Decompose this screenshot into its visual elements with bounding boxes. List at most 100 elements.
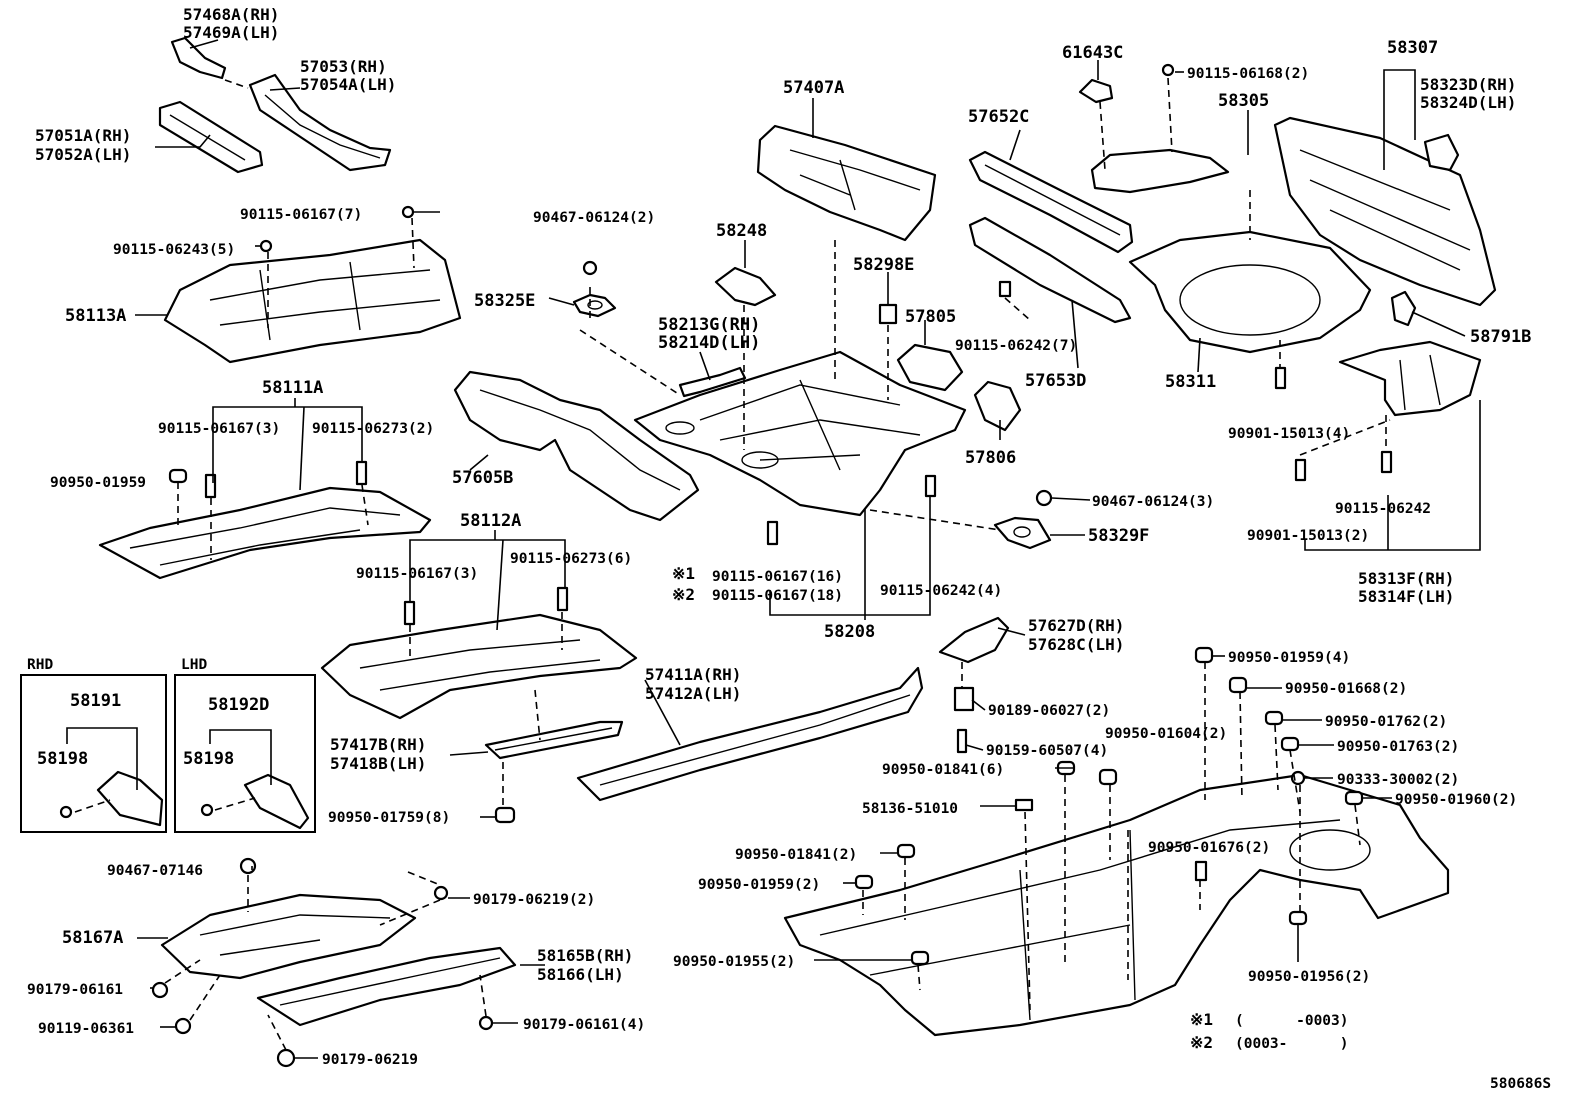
label-mark1: ※1 <box>672 564 695 583</box>
part-58325E-shape[interactable] <box>572 293 617 318</box>
label-90179-06161-4: 90179-06161(4) <box>523 1017 645 1033</box>
label-58314F: 58314F(LH) <box>1358 587 1454 606</box>
label-58311: 58311 <box>1165 372 1216 392</box>
label-58198a: 58198 <box>37 749 88 769</box>
part-57051A-shape[interactable] <box>158 100 264 174</box>
label-90950-01959: 90950-01959 <box>50 475 146 491</box>
label-58313F: 58313F(RH) <box>1358 569 1454 588</box>
label-58167A: 58167A <box>62 928 123 948</box>
label-90950-01959-2: 90950-01959(2) <box>698 877 820 893</box>
part-58248-shape[interactable] <box>714 266 777 307</box>
label-90950-01956-2: 90950-01956(2) <box>1248 969 1370 985</box>
part-58791B-shape[interactable] <box>1390 290 1417 327</box>
label-58111A: 58111A <box>262 378 323 398</box>
part-57653D-shape[interactable] <box>968 216 1132 324</box>
part-57805-shape[interactable] <box>896 343 964 392</box>
label-58329F: 58329F <box>1088 526 1149 546</box>
label-57468A: 57468A(RH) <box>183 5 279 24</box>
part-58213G-shape[interactable] <box>678 366 747 398</box>
labels: 57468A(RH) 57469A(LH) 57053(RH) 57054A(L… <box>27 5 1551 1092</box>
label-90950-01668-2: 90950-01668(2) <box>1285 681 1407 697</box>
fastener-glyphs <box>59 63 1393 1068</box>
label-57412A: 57412A(LH) <box>645 684 741 703</box>
part-57417B-shape[interactable] <box>484 720 624 760</box>
label-58198b: 58198 <box>183 749 234 769</box>
label-57628C: 57628C(LH) <box>1028 635 1124 654</box>
label-90115-06242-4: 90115-06242(4) <box>880 583 1002 599</box>
label-90467-06124-2: 90467-06124(2) <box>533 210 655 226</box>
part-58111A-shape[interactable] <box>98 486 432 580</box>
label-58165B: 58165B(RH) <box>537 946 633 965</box>
label-90950-01841-2: 90950-01841(2) <box>735 847 857 863</box>
rhd-box <box>20 674 167 833</box>
label-90115-06167-18: 90115-06167(18) <box>712 588 843 604</box>
label-57411A: 57411A(RH) <box>645 665 741 684</box>
part-58323D-shape[interactable] <box>1423 133 1460 172</box>
label-58113A: 58113A <box>65 306 126 326</box>
label-90189-06027-2: 90189-06027(2) <box>988 703 1110 719</box>
lhd-box <box>174 674 316 833</box>
legend-text2: (0003- ) <box>1235 1036 1349 1052</box>
label-90115-06167-3b: 90115-06167(3) <box>356 566 478 582</box>
label-58208: 58208 <box>824 622 875 642</box>
part-57652C-shape[interactable] <box>968 150 1134 254</box>
label-90950-01762-2: 90950-01762(2) <box>1325 714 1447 730</box>
part-58112A-shape[interactable] <box>320 613 638 720</box>
part-57053-shape[interactable] <box>248 73 392 172</box>
label-58325E: 58325E <box>474 291 535 311</box>
part-58165B-shape[interactable] <box>256 946 517 1027</box>
label-90159-60507-4: 90159-60507(4) <box>986 743 1108 759</box>
part-57806-shape[interactable] <box>973 380 1022 432</box>
part-58167A-shape[interactable] <box>160 893 417 980</box>
label-90115-06167-16: 90115-06167(16) <box>712 569 843 585</box>
part-57627D-shape[interactable] <box>938 616 1010 664</box>
part-underbody-floor-shape[interactable] <box>783 773 1450 1037</box>
part-57468A-shape[interactable] <box>170 36 227 80</box>
part-57407A-shape[interactable] <box>756 124 937 242</box>
label-90467-06124-3: 90467-06124(3) <box>1092 494 1214 510</box>
label-90950-01759-8: 90950-01759(8) <box>328 810 450 826</box>
label-90901-15013-4: 90901-15013(4) <box>1228 426 1350 442</box>
legend-text1: ( -0003) <box>1235 1013 1349 1029</box>
label-57051A: 57051A(RH) <box>35 126 131 145</box>
label-90950-01841-6: 90950-01841(6) <box>882 762 1004 778</box>
label-58112A: 58112A <box>460 511 521 531</box>
part-57411A-shape[interactable] <box>576 666 924 802</box>
part-58192D-shape[interactable] <box>243 773 310 830</box>
alignment-lines <box>74 77 1391 1051</box>
label-90179-06219: 90179-06219 <box>322 1052 418 1068</box>
label-57469A: 57469A(LH) <box>183 23 279 42</box>
label-58166: 58166(LH) <box>537 965 624 984</box>
label-90115-06243-5: 90115-06243(5) <box>113 242 235 258</box>
label-90115-06242: 90115-06242 <box>1335 501 1431 517</box>
part-58191-shape[interactable] <box>96 770 164 827</box>
label-90115-06168-2: 90115-06168(2) <box>1187 66 1309 82</box>
part-58305-shape[interactable] <box>1090 148 1230 194</box>
label-90950-01763-2: 90950-01763(2) <box>1337 739 1459 755</box>
label-57053: 57053(RH) <box>300 57 387 76</box>
label-57653D: 57653D <box>1025 371 1086 391</box>
part-61643C-shape[interactable] <box>1078 78 1114 104</box>
label-90950-01955-2: 90950-01955(2) <box>673 954 795 970</box>
label-57805: 57805 <box>905 307 956 327</box>
label-57627D: 57627D(RH) <box>1028 616 1124 635</box>
part-58113A-shape[interactable] <box>163 238 462 364</box>
label-rhd: RHD <box>27 657 53 673</box>
label-90467-07146: 90467-07146 <box>107 863 203 879</box>
label-58136-51010: 58136-51010 <box>862 801 958 817</box>
label-58324D: 58324D(LH) <box>1420 93 1516 112</box>
label-90115-06167-3a: 90115-06167(3) <box>158 421 280 437</box>
part-58313F-shape[interactable] <box>1338 340 1482 417</box>
part-58307-shape[interactable] <box>1273 116 1497 307</box>
label-57052A: 57052A(LH) <box>35 145 131 164</box>
part-58329F-shape[interactable] <box>993 516 1052 550</box>
label-90950-01959-4: 90950-01959(4) <box>1228 650 1350 666</box>
label-57605B: 57605B <box>452 468 513 488</box>
label-61643C: 61643C <box>1062 43 1123 63</box>
part-57605B-shape[interactable] <box>453 370 700 522</box>
part-58208-shape[interactable] <box>633 350 967 517</box>
label-90179-06219-2: 90179-06219(2) <box>473 892 595 908</box>
label-58192D: 58192D <box>208 695 269 715</box>
part-58311-shape[interactable] <box>1128 230 1372 354</box>
